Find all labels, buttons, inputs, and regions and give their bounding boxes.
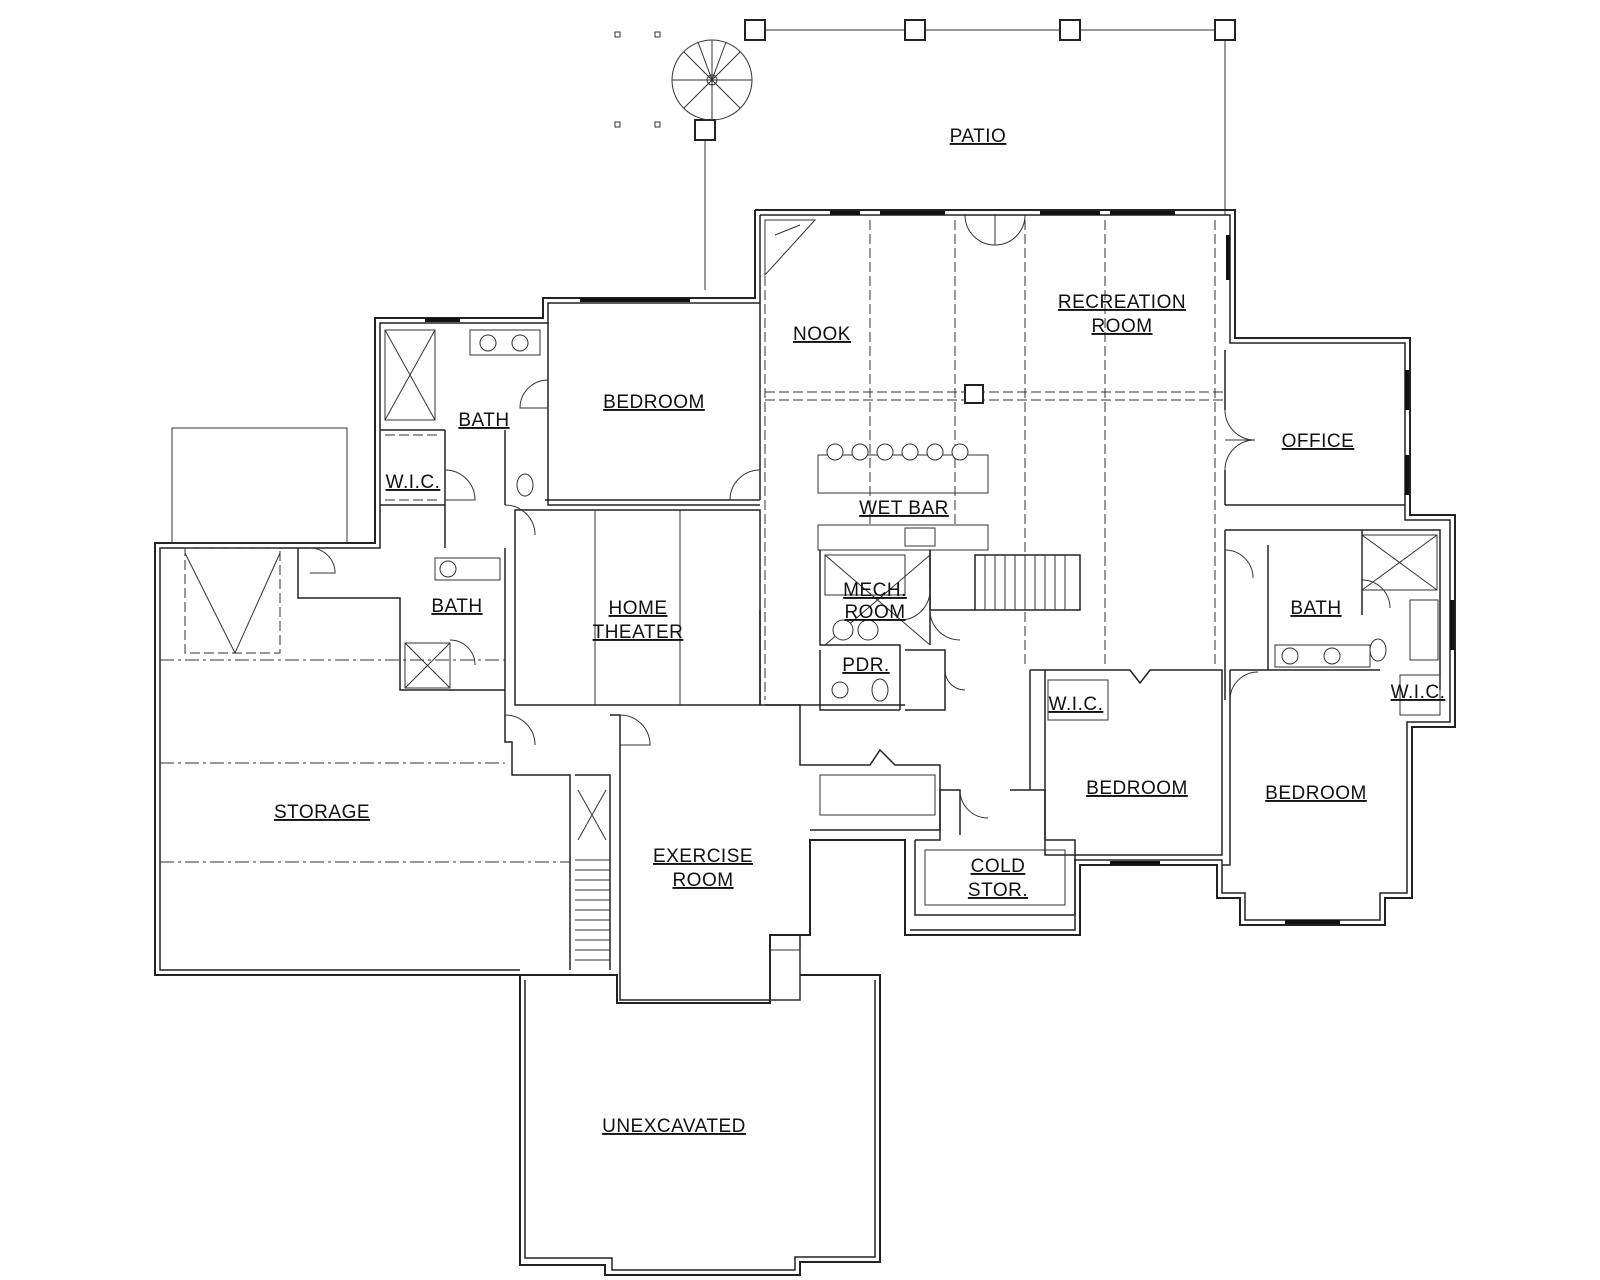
label-recreation-2: ROOM — [1091, 316, 1152, 337]
label-storage: STORAGE — [274, 802, 370, 823]
stair-lower-icon — [575, 789, 610, 961]
doors — [309, 214, 1391, 819]
interior-walls — [160, 219, 1441, 1001]
label-office: OFFICE — [1282, 431, 1355, 452]
label-bath-upper-left: BATH — [458, 410, 509, 431]
spiral-stair-icon — [671, 39, 753, 121]
label-bath-left: BATH — [431, 596, 482, 617]
label-bedroom-right: BEDROOM — [1265, 783, 1367, 804]
label-exercise-1: EXERCISE — [653, 846, 753, 867]
label-bath-right: BATH — [1290, 598, 1341, 619]
label-cold-2: STOR. — [968, 880, 1028, 901]
label-cold-1: COLD — [971, 856, 1026, 877]
label-exercise-2: ROOM — [672, 870, 733, 891]
label-wic-center: W.I.C. — [1049, 694, 1104, 715]
label-home-theater-1: HOME — [609, 598, 668, 619]
label-home-theater-2: THEATER — [593, 622, 684, 643]
label-mech-2: ROOM — [844, 602, 905, 623]
exterior-pad — [171, 427, 348, 544]
label-wic-right: W.I.C. — [1391, 682, 1446, 703]
label-wic-left: W.I.C. — [386, 472, 441, 493]
patio-area — [614, 19, 1236, 290]
label-bedroom-center: BEDROOM — [1086, 778, 1188, 799]
label-wet-bar: WET BAR — [859, 498, 949, 519]
room-labels: PATIO NOOK RECREATION ROOM BEDROOM BATH … — [274, 126, 1445, 1137]
label-unexcavated: UNEXCAVATED — [602, 1116, 746, 1137]
stair-main-icon — [984, 555, 1066, 610]
label-nook: NOOK — [793, 324, 851, 345]
label-mech-1: MECH. — [843, 580, 907, 601]
label-pdr: PDR. — [842, 655, 889, 676]
label-bedroom-upper-left: BEDROOM — [603, 392, 705, 413]
label-recreation-1: RECREATION — [1058, 292, 1186, 313]
label-patio: PATIO — [950, 126, 1007, 147]
exterior-walls — [154, 209, 1456, 1276]
